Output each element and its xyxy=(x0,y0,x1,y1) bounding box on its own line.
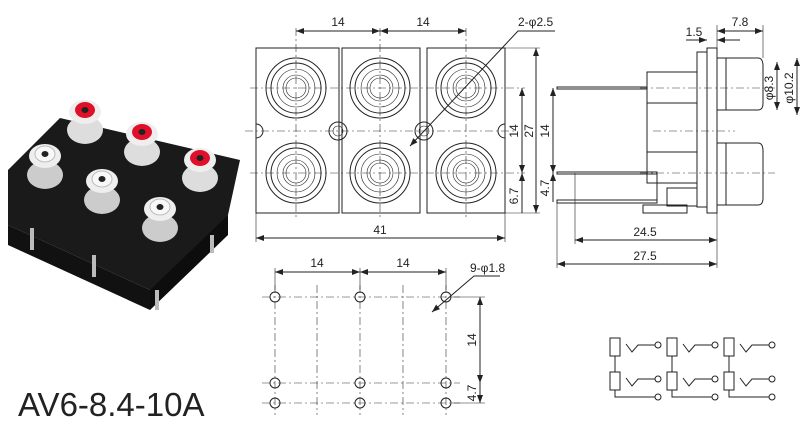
dim-outer-diameter: φ10.2 xyxy=(782,72,796,103)
dim-mount-hole-note: 2-φ2.5 xyxy=(518,15,553,29)
rca-jack-white xyxy=(27,144,63,189)
pcb-hole xyxy=(269,377,281,389)
pcb-hole xyxy=(440,291,452,303)
dim-pcb-pitch-left: 14 xyxy=(310,256,324,270)
pcb-hole xyxy=(440,377,452,389)
dim-bottom-offset: 6.7 xyxy=(507,187,521,204)
dim-front-pitch-right: 14 xyxy=(416,15,430,29)
switch-symbol xyxy=(739,377,769,387)
rca-jack-red xyxy=(124,122,160,166)
product-photo xyxy=(8,100,240,310)
switch-symbol xyxy=(682,343,712,353)
resistor-symbol xyxy=(666,337,678,357)
terminal xyxy=(654,341,662,349)
front-view: 14 14 2-φ2.5 14 27 6.7 41 xyxy=(245,15,555,242)
pcb-hole xyxy=(354,291,366,303)
terminal xyxy=(768,375,776,383)
dim-body-width: 41 xyxy=(373,223,387,237)
dim-pcb-pitch-right: 14 xyxy=(396,256,410,270)
terminal xyxy=(654,393,662,401)
schematic-channel xyxy=(609,337,662,401)
switch-symbol xyxy=(682,377,712,387)
dim-body-height: 27 xyxy=(522,124,536,138)
dim-depth-total: 27.5 xyxy=(633,249,657,263)
terminal xyxy=(711,393,719,401)
resistor-symbol xyxy=(609,337,621,357)
pcb-hole-layout: 14 14 9-φ1.8 14 4.7 xyxy=(262,256,505,415)
dim-pcb-hole-note: 9-φ1.8 xyxy=(470,261,505,275)
rca-jack-white xyxy=(84,169,120,214)
pcb-hole xyxy=(269,397,281,409)
dim-flange: 1.5 xyxy=(686,25,703,39)
dim-pin-pitch: 14 xyxy=(538,124,552,138)
terminal xyxy=(711,341,719,349)
pcb-hole xyxy=(354,397,366,409)
jack-outline xyxy=(265,57,327,119)
resistor-symbol xyxy=(723,337,735,357)
jack-outline xyxy=(349,57,411,119)
rca-jack-red xyxy=(67,100,103,144)
pcb-hole xyxy=(440,397,452,409)
side-view: 14 4.7 7.8 1.5 φ8.3 φ10.2 24.5 27.5 xyxy=(538,15,800,268)
dim-row-pitch: 14 xyxy=(507,124,521,138)
switch-symbol xyxy=(739,343,769,353)
jack-outline xyxy=(435,57,497,119)
terminal xyxy=(768,341,776,349)
rca-jack-red xyxy=(182,148,218,192)
pcb-hole xyxy=(354,377,366,389)
schematic-channel xyxy=(723,337,776,401)
switch-symbol xyxy=(625,377,655,387)
dim-jack-length: 7.8 xyxy=(732,15,749,29)
switch-symbol xyxy=(625,343,655,353)
dim-front-pitch-left: 14 xyxy=(331,15,345,29)
pcb-hole xyxy=(269,291,281,303)
dim-pcb-row-pitch: 14 xyxy=(465,333,479,347)
dim-pin-offset: 4.7 xyxy=(538,179,552,196)
dim-inner-diameter: φ8.3 xyxy=(762,75,776,100)
resistor-symbol xyxy=(666,371,678,391)
jack-outline xyxy=(265,142,327,204)
resistor-symbol xyxy=(609,371,621,391)
jack-outline xyxy=(349,142,411,204)
terminal xyxy=(711,375,719,383)
rca-jack-white xyxy=(142,197,178,242)
dim-pcb-row-offset: 4.7 xyxy=(465,384,479,401)
dim-depth-short: 24.5 xyxy=(633,225,657,239)
jack-outline xyxy=(435,142,497,204)
terminal xyxy=(654,375,662,383)
model-name: AV6-8.4-10A xyxy=(18,386,205,423)
resistor-symbol xyxy=(723,371,735,391)
circuit-schematic xyxy=(609,337,776,401)
schematic-channel xyxy=(666,337,719,401)
terminal xyxy=(768,393,776,401)
